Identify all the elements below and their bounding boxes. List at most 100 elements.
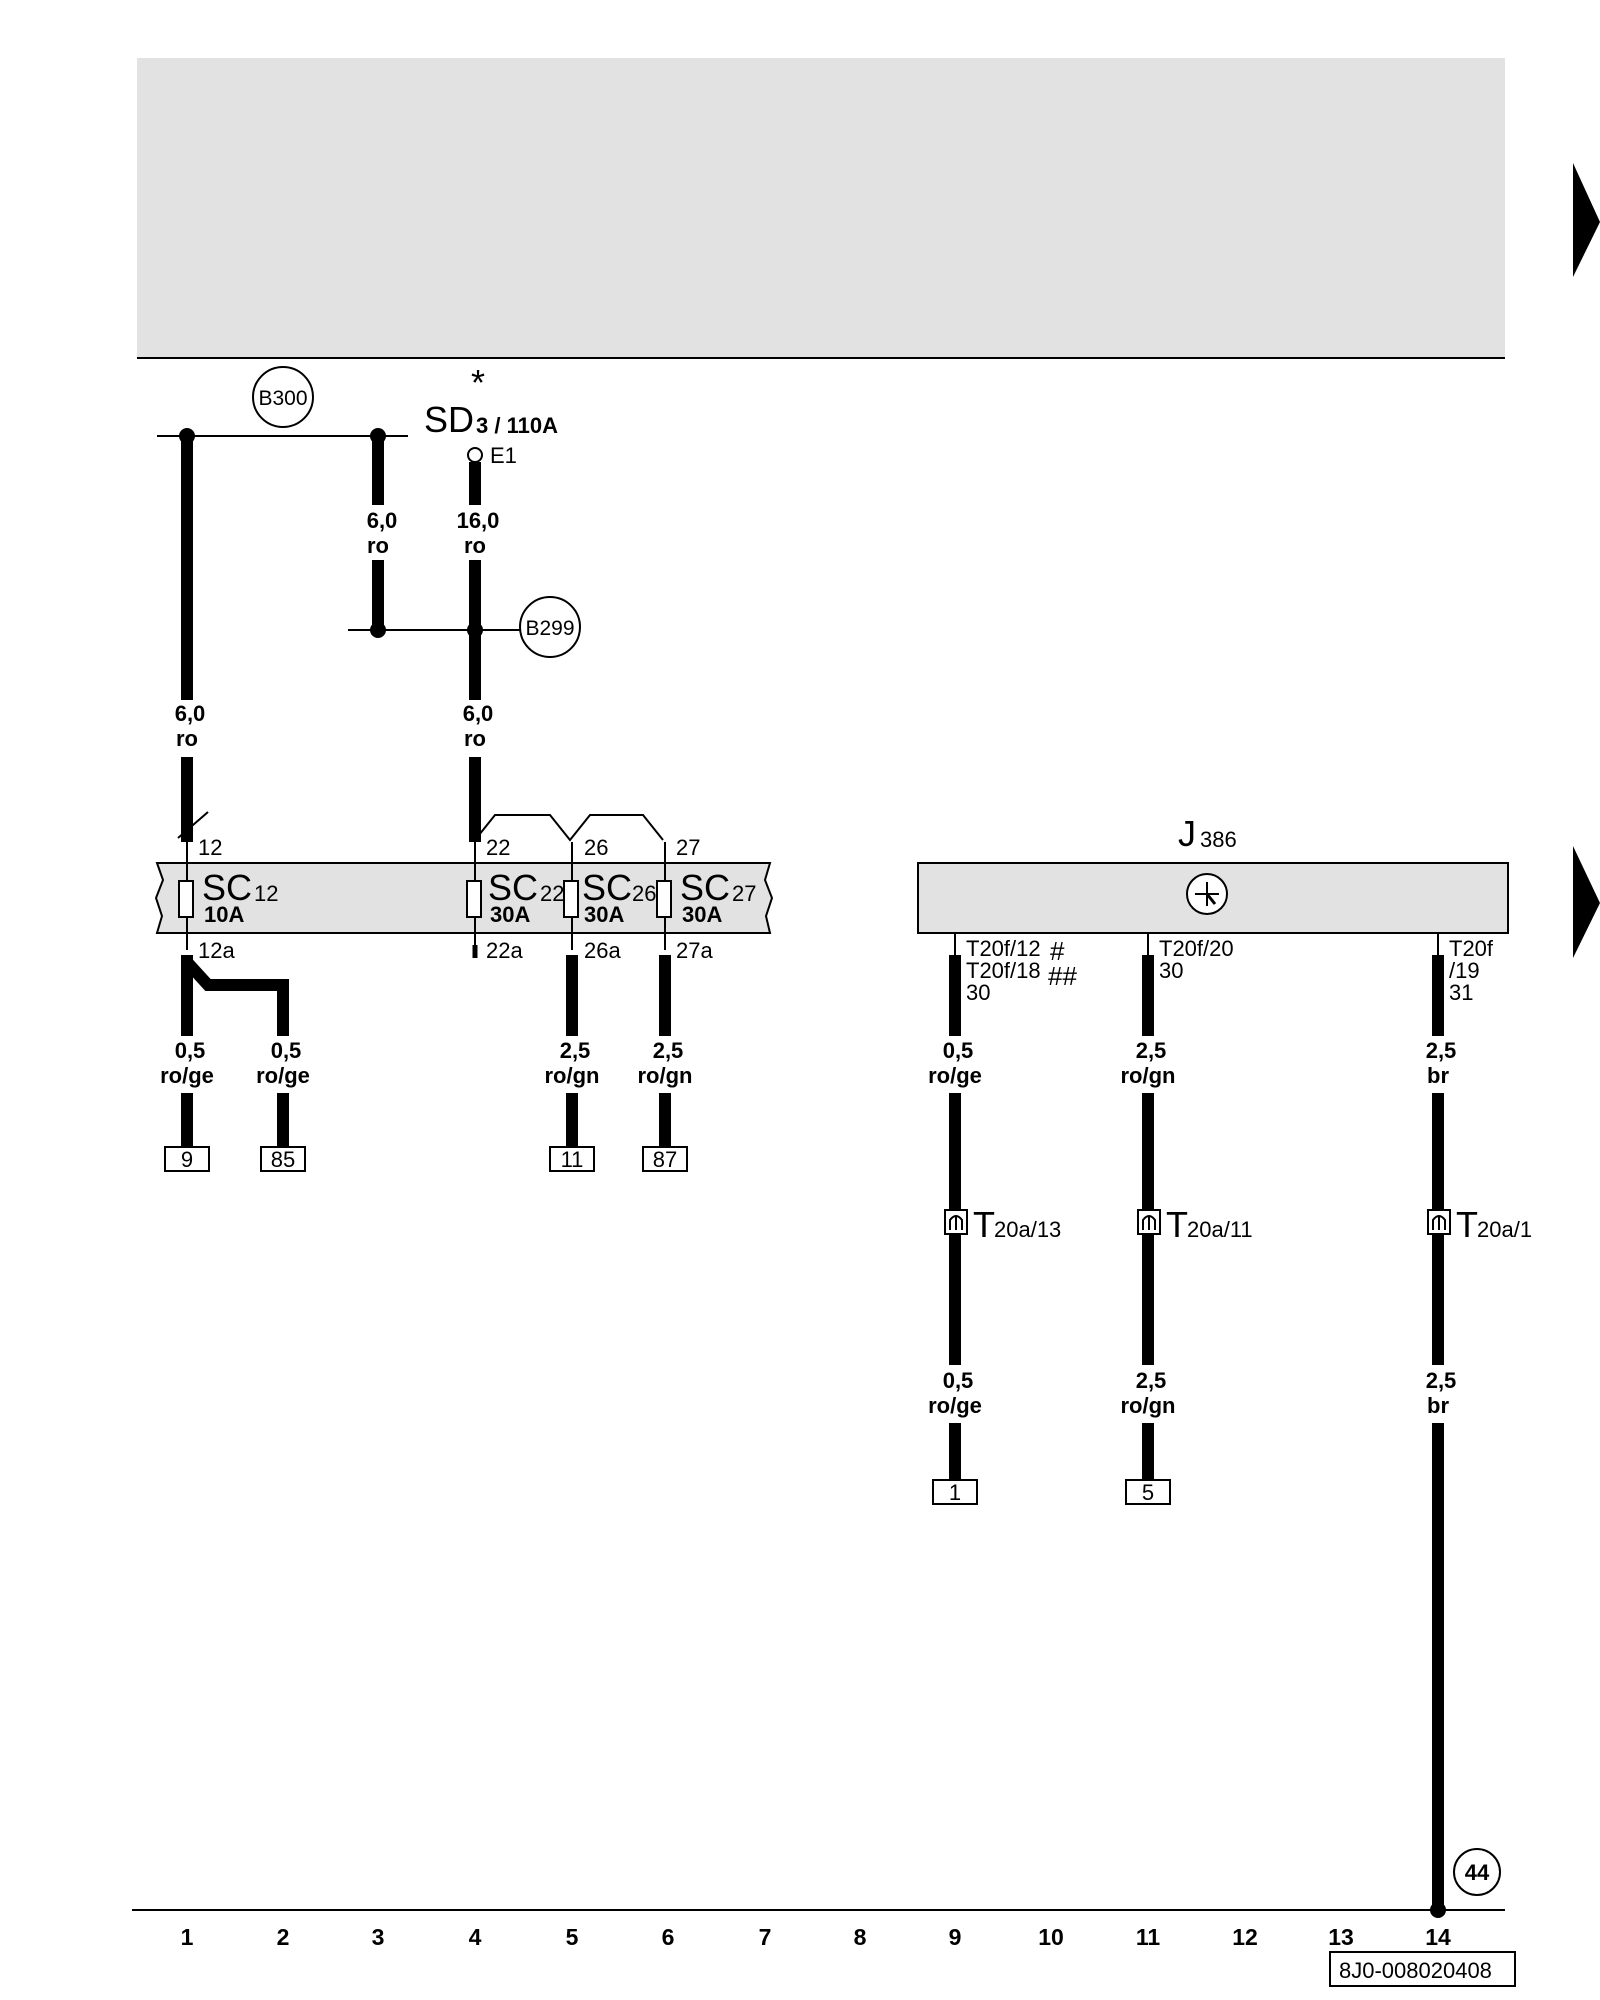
wire-size: 2,5: [1426, 1038, 1457, 1063]
column-number: 14: [1425, 1924, 1451, 1950]
wire-color: ro: [367, 533, 389, 558]
plug-name: T: [1456, 1204, 1478, 1245]
terminal-label: 11: [561, 1147, 584, 1172]
wire: [182, 957, 289, 1036]
fuse-element: [563, 880, 579, 918]
wire-color: ro/ge: [160, 1063, 214, 1088]
wire-size: 2,5: [653, 1038, 684, 1063]
fuse-rating: 30A: [682, 902, 722, 927]
wire-color: ro: [464, 533, 486, 558]
ground-reference-label: 44: [1465, 1860, 1490, 1885]
wire-size: 2,5: [560, 1038, 591, 1063]
plug-connector-icon: [1427, 1209, 1451, 1235]
doc-number-box: [1329, 1951, 1516, 1987]
relay-pin-label: 30: [1159, 958, 1183, 983]
fuse-element: [656, 880, 672, 918]
wire-color: ro/ge: [256, 1063, 310, 1088]
wire-size: 16,0: [457, 508, 500, 533]
terminal-box: [164, 1146, 210, 1172]
wire-color: br: [1427, 1063, 1449, 1088]
wire-size: 2,5: [1426, 1368, 1457, 1393]
fuse-name: SC: [488, 867, 538, 908]
wire-color: ro/ge: [928, 1063, 982, 1088]
sd-star: *: [471, 362, 485, 403]
next-page-arrow-icon[interactable]: [1573, 846, 1600, 958]
wire-size: 0,5: [271, 1038, 302, 1063]
plug-connector-icon: [1137, 1209, 1161, 1235]
relay-pin-mark: ##: [1048, 961, 1077, 991]
junction-dot: [467, 622, 483, 638]
wire-size: 2,5: [1136, 1368, 1167, 1393]
terminal-box: [642, 1146, 688, 1172]
wire-size: 0,5: [943, 1368, 974, 1393]
plug-sub: 20a/13: [994, 1217, 1061, 1242]
wire-color: ro: [464, 726, 486, 751]
terminal-label: 85: [271, 1147, 295, 1172]
terminal-label: 87: [653, 1147, 677, 1172]
relay-num: 386: [1200, 827, 1237, 852]
relay-pin-mark: #: [1050, 936, 1065, 966]
column-number: 10: [1038, 1924, 1064, 1950]
fuse-pin-in: 27: [676, 835, 700, 860]
column-number: 9: [949, 1924, 962, 1950]
fuse-pin-out: 22a: [486, 938, 523, 963]
fuse-num: 26: [632, 881, 656, 906]
column-number: 4: [469, 1924, 482, 1950]
sd-sub: 3 / 110A: [476, 413, 558, 438]
fuse-pin-out: 26a: [584, 938, 621, 963]
terminal-box: [260, 1146, 306, 1172]
plug-name: T: [973, 1204, 995, 1245]
doc-number: 8J0-008020408: [1339, 1958, 1492, 1983]
fuse-name: SC: [582, 867, 632, 908]
terminal-e1-label: E1: [490, 443, 517, 468]
plug-connector-icon: [944, 1209, 968, 1235]
fuse-num: 12: [254, 881, 278, 906]
column-number: 6: [662, 1924, 675, 1950]
plug-name: T: [1166, 1204, 1188, 1245]
fuse-pin-in: 12: [198, 835, 222, 860]
fuse-pin-in: 26: [584, 835, 608, 860]
fuse-pin-out: 27a: [676, 938, 713, 963]
wire-color: ro/gn: [1121, 1393, 1176, 1418]
terminal-box: [932, 1479, 978, 1505]
wire-color: ro/gn: [1121, 1063, 1176, 1088]
column-number: 11: [1136, 1924, 1161, 1950]
terminal-box: [1125, 1479, 1171, 1505]
fuse-pin-in: 22: [486, 835, 510, 860]
relay-pin-label: T20f/18: [966, 958, 1041, 983]
wire-color: br: [1427, 1393, 1449, 1418]
column-number: 2: [277, 1924, 290, 1950]
column-number: 5: [566, 1924, 579, 1950]
wire-size: 0,5: [175, 1038, 206, 1063]
b299-connector: [519, 596, 581, 658]
header-band: [137, 58, 1505, 358]
next-page-arrow-icon[interactable]: [1573, 163, 1600, 277]
plug-sub: 20a/1: [1477, 1217, 1532, 1242]
relay-pin-label: T20f: [1449, 936, 1494, 961]
ground-reference: [1453, 1848, 1501, 1896]
junction-dot: [1430, 1902, 1446, 1918]
column-number: 1: [181, 1924, 194, 1950]
terminal-label: 9: [181, 1147, 193, 1172]
relay-name: J: [1178, 813, 1196, 854]
relay-pin-label: T20f/20: [1159, 936, 1234, 961]
wire-size: 6,0: [463, 701, 494, 726]
wire-color: ro: [176, 726, 198, 751]
fuse-name: SC: [680, 867, 730, 908]
column-number: 12: [1232, 1924, 1258, 1950]
fuse-rating: 10A: [204, 902, 244, 927]
terminal-label: 5: [1142, 1480, 1154, 1505]
fuse-num: 22: [540, 881, 564, 906]
wire-size: 6,0: [367, 508, 398, 533]
fuse-element: [178, 880, 194, 918]
relay-pin-label: 31: [1449, 980, 1473, 1005]
fuse-pin-out: 12a: [198, 938, 235, 963]
wire-color: ro/gn: [638, 1063, 693, 1088]
fuse-box: [154, 862, 774, 934]
wire-break-mark: [177, 811, 209, 839]
wire-size: 6,0: [175, 701, 206, 726]
relay-pin-label: 30: [966, 980, 990, 1005]
column-number: 3: [372, 1924, 385, 1950]
sd-label: SD: [424, 399, 474, 440]
column-number: 8: [854, 1924, 867, 1950]
